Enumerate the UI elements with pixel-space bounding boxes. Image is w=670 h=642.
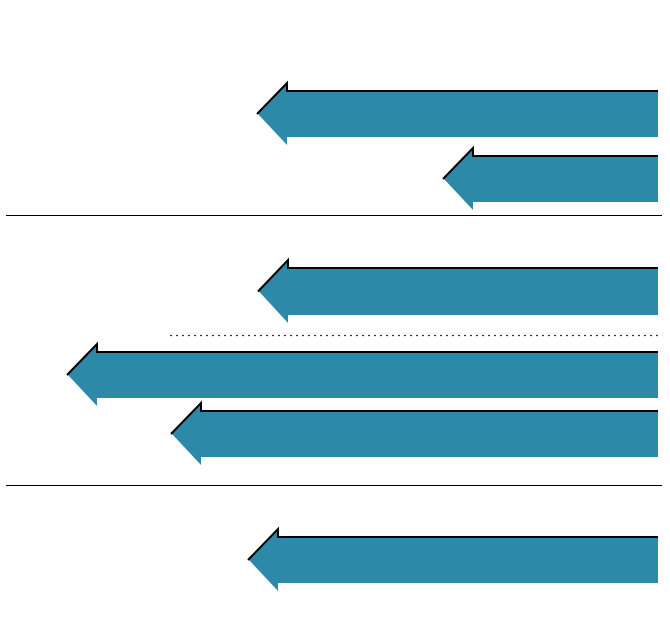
arrow-3 xyxy=(257,257,658,323)
separators-layer xyxy=(6,215,662,486)
arrow-5-edge xyxy=(170,400,658,435)
arrow-6-edge xyxy=(247,526,658,561)
arrow-4 xyxy=(66,341,658,406)
arrow-5 xyxy=(170,400,658,465)
arrow-2-body xyxy=(444,148,658,210)
arrow-6-body xyxy=(249,529,658,591)
arrow-2-edge xyxy=(442,145,658,180)
arrow-6 xyxy=(247,526,658,591)
arrow-1 xyxy=(256,80,658,145)
arrow-1-edge xyxy=(256,80,658,115)
arrow-1-body xyxy=(258,83,658,145)
arrow-5-body xyxy=(172,403,658,465)
arrow-3-body xyxy=(259,260,658,323)
arrow-4-edge xyxy=(66,341,658,376)
arrow-3-edge xyxy=(257,257,658,293)
arrow-2 xyxy=(442,145,658,210)
arrow-4-body xyxy=(68,344,658,406)
arrows-layer xyxy=(66,80,658,591)
